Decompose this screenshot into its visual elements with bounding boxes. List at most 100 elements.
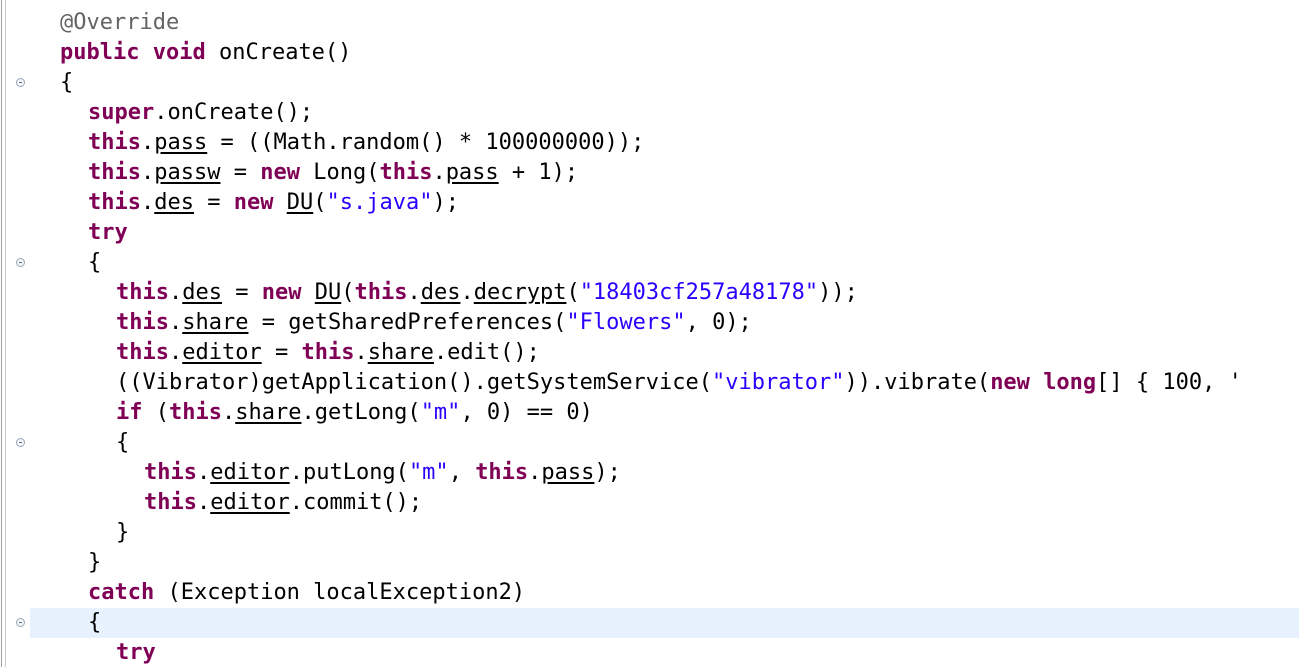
code-line[interactable]: this.pass = ((Math.random() * 100000000)… [0,128,1299,158]
class-reference: DU [286,190,314,215]
keyword: if [116,400,143,425]
code-text: this.editor = this.share.edit(); [116,338,540,368]
code-token: . [354,340,368,365]
code-line[interactable]: { [0,68,1299,98]
code-token: ( [313,190,327,215]
string-literal: "m" [420,400,461,425]
code-token: [] { 100, ' [1096,370,1242,395]
code-line[interactable]: { [0,248,1299,278]
field-reference: share [182,310,249,335]
code-token: = [193,190,234,215]
keyword: new [261,280,302,305]
code-token [273,190,286,215]
code-line[interactable]: catch (Exception localException2) [0,578,1299,608]
keyword: this [88,130,141,155]
field-reference: pass [154,130,208,155]
code-token: . [140,130,155,155]
code-text: { [116,428,129,458]
code-line[interactable]: this.passw = new Long(this.pass + 1); [0,158,1299,188]
code-line[interactable]: this.share = getSharedPreferences("Flowe… [0,308,1299,338]
code-token: . [168,310,183,335]
code-text: } [116,518,129,548]
code-text: { [88,248,101,278]
code-token: ); [432,190,459,215]
code-line[interactable]: } [0,518,1299,548]
code-token: , [448,460,476,485]
code-token: . [432,160,446,185]
code-line[interactable]: this.editor = this.share.edit(); [0,338,1299,368]
code-token: = getSharedPreferences( [248,310,567,335]
code-token: .getLong( [301,400,421,425]
field-reference: editor [210,460,290,485]
code-token: .commit(); [289,490,423,515]
code-token: . [196,490,211,515]
code-line[interactable]: super.onCreate(); [0,98,1299,128]
keyword: this [88,160,141,185]
code-token: , 0); [685,310,752,335]
code-token: . [140,160,155,185]
code-line[interactable]: @Override [0,8,1299,38]
code-token: . [196,460,211,485]
brace: { [88,610,102,635]
keyword: void [152,40,206,65]
keyword: this [354,280,408,305]
code-text: try [116,638,156,667]
brace: { [60,70,74,95]
keyword: this [116,310,169,335]
code-line[interactable]: ((Vibrator)getApplication().getSystemSer… [0,368,1299,398]
current-code-line[interactable]: { [16,608,1299,638]
code-token: . [460,280,474,305]
field-reference: editor [182,340,262,365]
keyword: this [301,340,355,365]
code-line[interactable]: this.editor.commit(); [0,488,1299,518]
code-text: this.share = getSharedPreferences("Flowe… [116,308,752,338]
keyword: this [169,400,222,425]
field-reference: pass [445,160,499,185]
string-literal: "18403cf257a48178" [579,280,819,305]
string-literal: "m" [408,460,449,485]
code-token [301,280,314,305]
code-line[interactable]: public void onCreate() [0,38,1299,68]
fold-collapse-icon[interactable] [16,438,25,447]
string-literal: "Flowers" [566,310,686,335]
code-text: public void onCreate() [60,38,351,68]
code-line[interactable]: try [0,218,1299,248]
field-reference: passw [154,160,221,185]
code-token: , 0) == 0) [460,400,593,425]
keyword: catch [88,580,155,605]
code-line[interactable]: this.des = new DU("s.java"); [0,188,1299,218]
field-reference: des [154,190,194,215]
fold-collapse-icon[interactable] [16,618,25,627]
fold-collapse-icon[interactable] [16,78,25,87]
code-token: ( [142,400,169,425]
keyword: this [116,340,169,365]
code-line[interactable]: try [0,638,1299,667]
code-line[interactable]: this.editor.putLong("m", this.pass); [0,458,1299,488]
code-text: this.des = new DU("s.java"); [88,188,459,218]
code-line[interactable]: if (this.share.getLong("m", 0) == 0) [0,398,1299,428]
code-line[interactable]: } [0,548,1299,578]
code-text: this.des = new DU(this.des.decrypt("1840… [116,278,858,308]
method-reference: decrypt [473,280,567,305]
code-text: { [88,608,101,638]
code-text: @Override [60,8,179,38]
code-text: { [60,68,73,98]
code-token: .onCreate(); [154,100,314,125]
keyword: super [88,100,155,125]
annotation: @Override [60,10,180,35]
field-reference: pass [541,460,595,485]
code-token: . [407,280,421,305]
folding-ruler [6,0,32,667]
code-text: } [88,548,101,578]
code-text: super.onCreate(); [88,98,313,128]
code-text: this.passw = new Long(this.pass + 1); [88,158,578,188]
code-line[interactable]: this.des = new DU(this.des.decrypt("1840… [0,278,1299,308]
code-line[interactable]: { [0,428,1299,458]
code-token: )).vibrate( [844,370,991,395]
keyword: long [1043,370,1097,395]
code-text: try [88,218,128,248]
string-literal: "s.java" [326,190,433,215]
editor-left-border [1,0,2,667]
fold-collapse-icon[interactable] [16,258,25,267]
